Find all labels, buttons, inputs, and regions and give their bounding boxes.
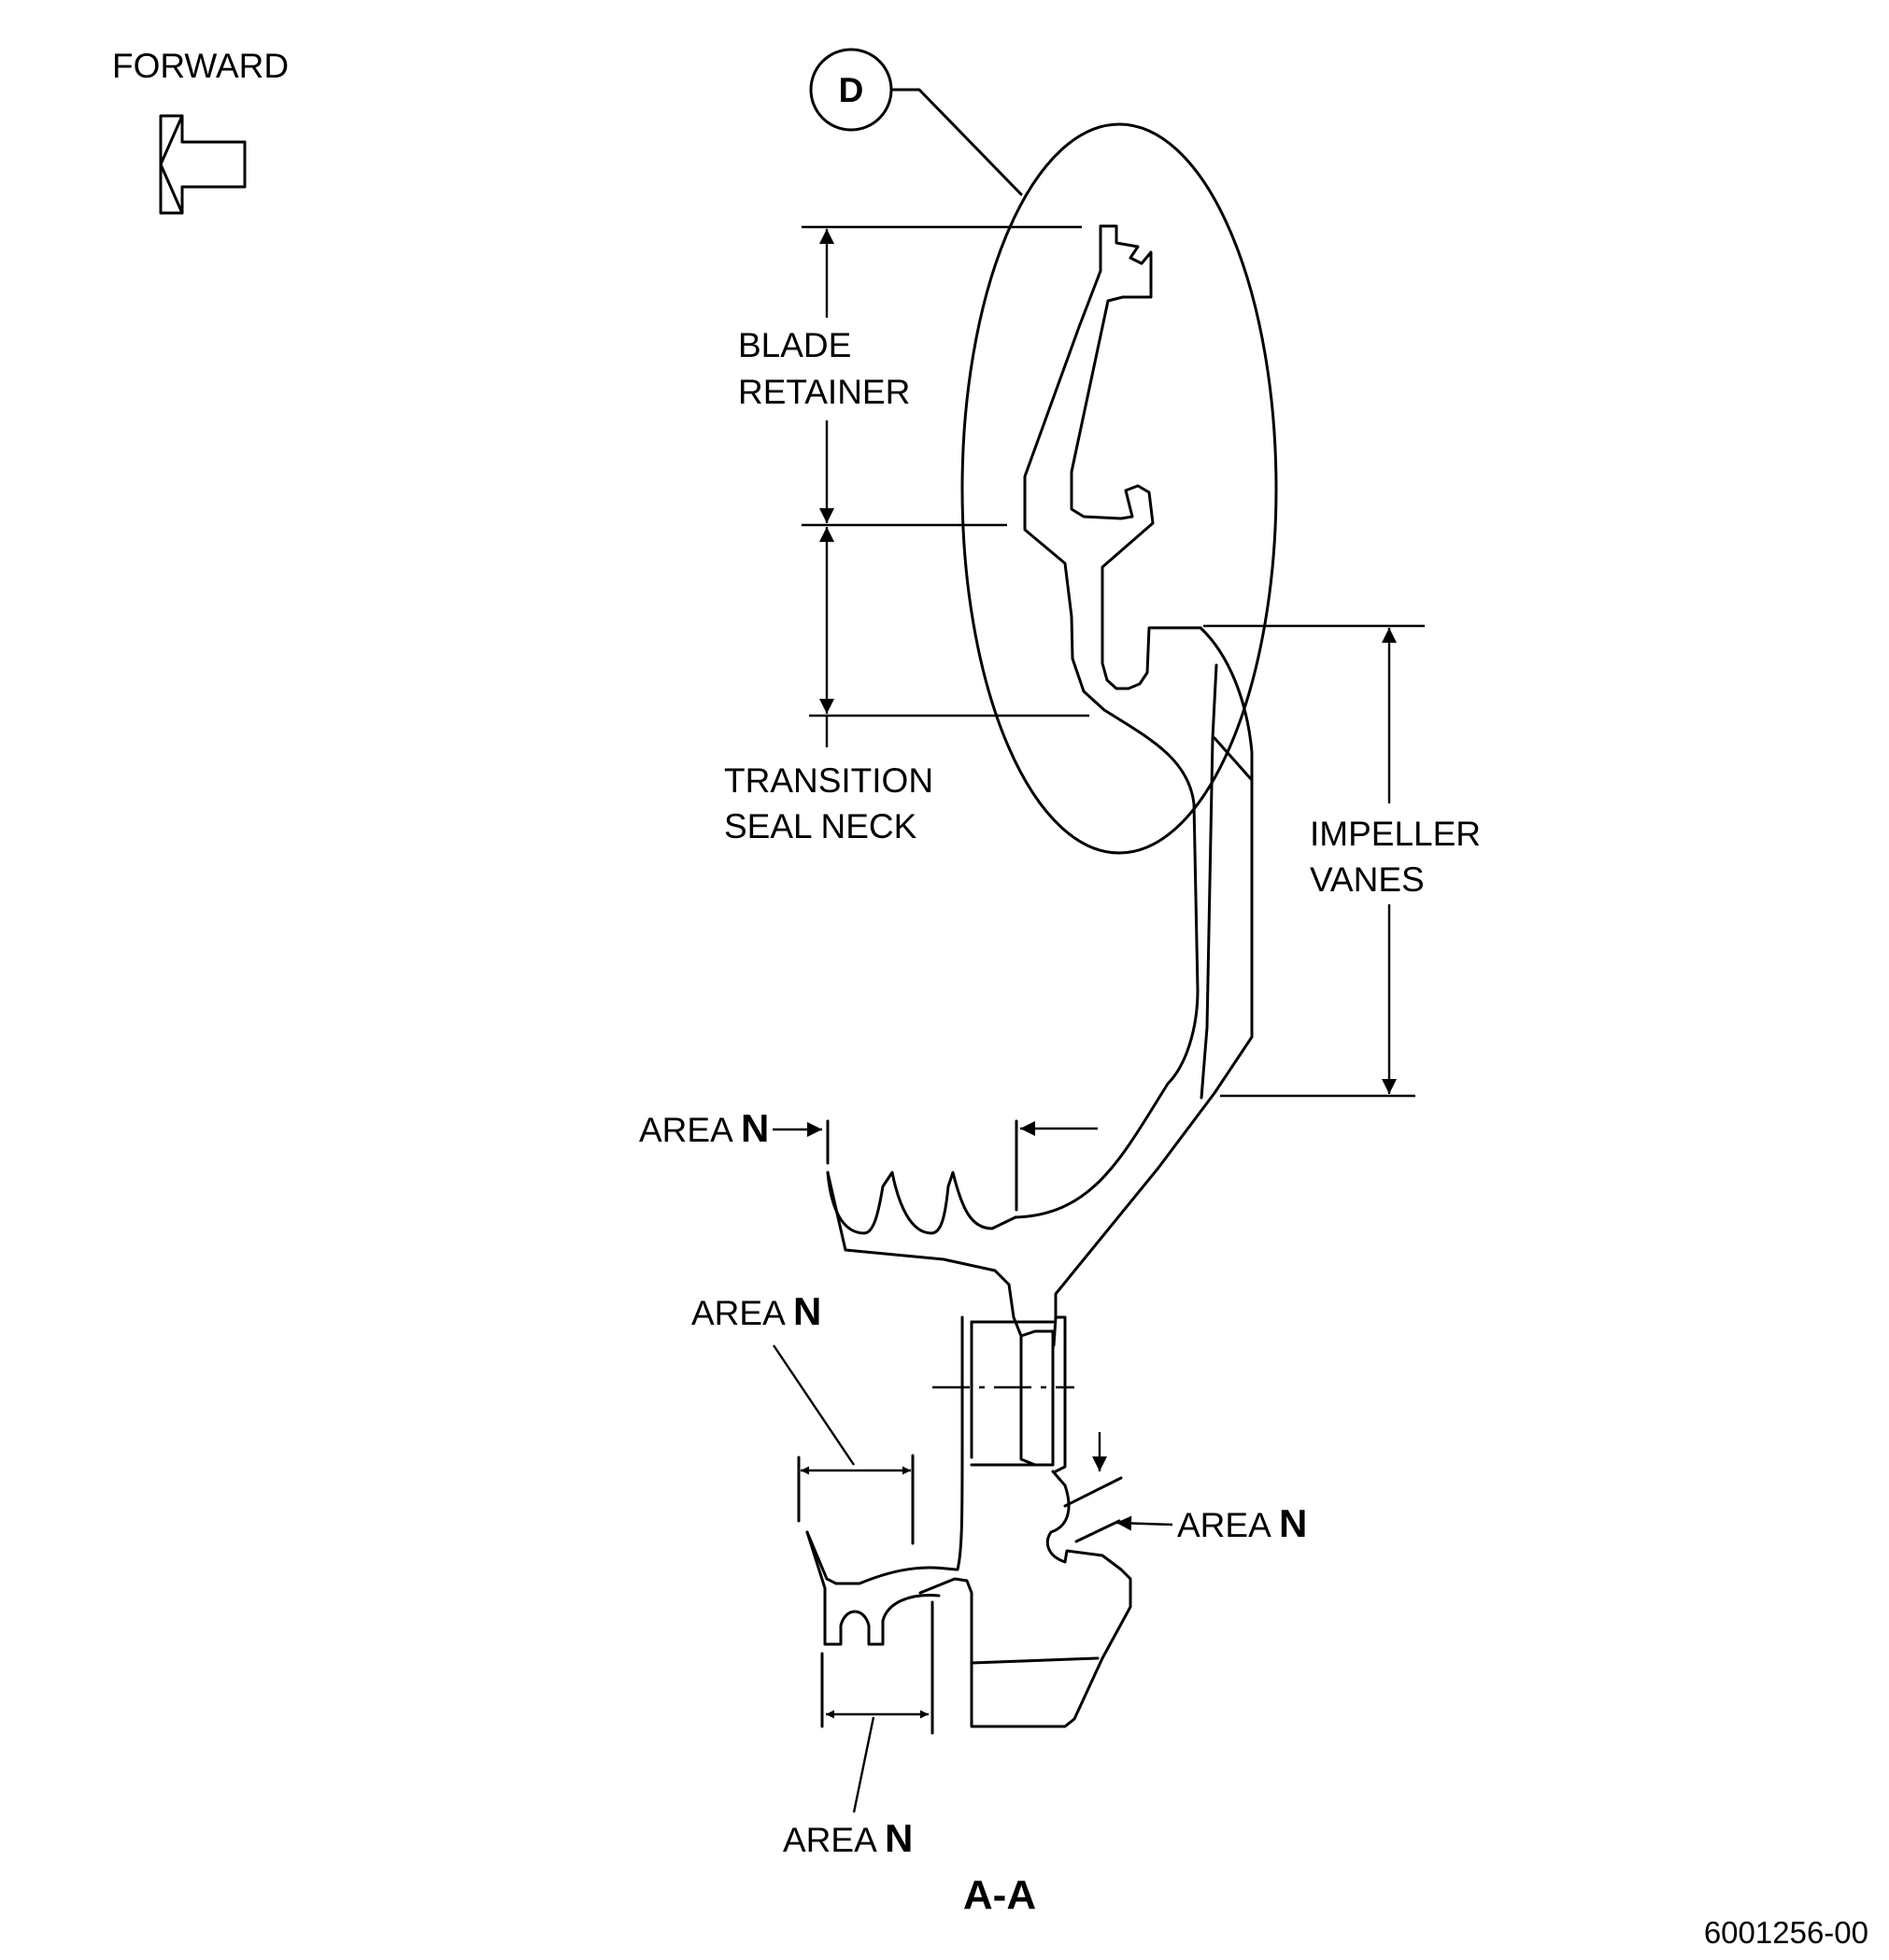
forward-arrow-outline [159,114,247,215]
area-n-marker-3 [1063,1432,1173,1543]
impeller-vanes-label-line2: VANES [1310,860,1425,899]
figure-number: 6001256-00 [1704,1915,1868,1950]
area-n-label-2: AREA N [691,1289,821,1333]
impeller-profile [1014,224,1254,1347]
svg-text:D: D [839,71,864,109]
area-n-marker-4 [820,1652,934,1813]
detail-callout-d: D [809,48,1023,196]
labyrinth-seal-lower [805,1530,959,1735]
forward-label: FORWARD [112,47,289,85]
transition-seal-neck-label-line2: SEAL NECK [724,807,917,845]
forward-arrow-icon [159,114,247,215]
area-n-label-4: AREA N [783,1816,913,1860]
detail-d-ellipse [960,122,1278,855]
blade-retainer-dimension [802,225,1082,527]
impeller-vanes-label-line1: IMPELLER [1310,815,1481,853]
transition-seal-neck-dimension [809,527,1089,747]
impeller-vanes-dimension [1203,624,1425,1098]
hub-bore [918,1315,1132,1728]
area-n-label-3: AREA N [1177,1501,1307,1545]
transition-seal-neck-label-line1: TRANSITION [724,761,933,800]
area-n-label-1: AREA N [639,1106,769,1150]
section-label: A-A [963,1872,1036,1918]
area-n-marker-1 [773,1119,1098,1212]
labyrinth-seal-upper [826,1171,1023,1338]
blade-retainer-label-line2: RETAINER [738,373,910,411]
area-n-marker-2 [773,1344,915,1545]
blade-retainer-label-line1: BLADE [738,326,851,364]
